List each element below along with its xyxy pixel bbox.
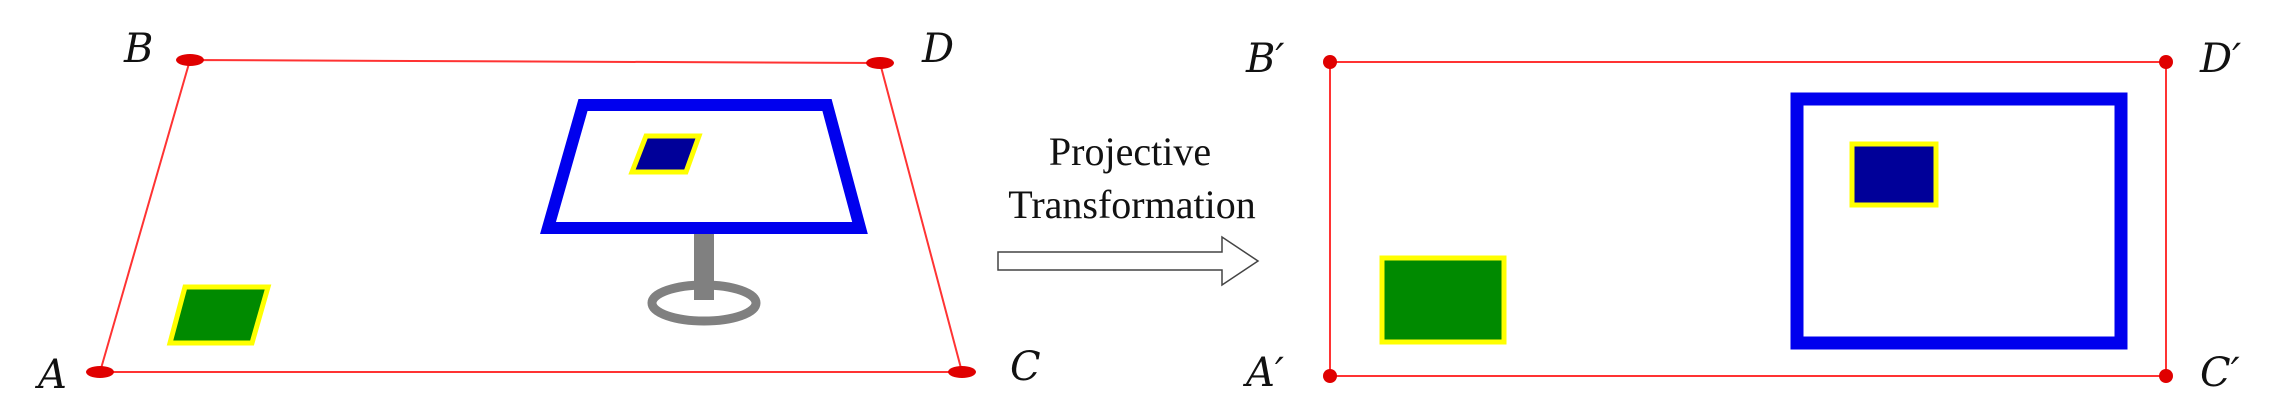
arrow-label-line2: Transformation [1008,182,1255,227]
source-blue-card [628,133,703,175]
point-b-marker [176,54,204,66]
arrow-label-line1: Projective [1049,129,1211,174]
source-plane: A B C D [34,26,1041,398]
target-blue-card [1849,141,1939,208]
right-arrow-icon [997,235,1260,287]
point-b-label: B [123,26,153,72]
point-a-prime-marker [1323,369,1337,383]
source-green-card [166,284,272,346]
point-a-label: A [34,352,67,398]
point-d-label: D [921,26,954,72]
point-c-marker [948,366,976,378]
point-a-marker [86,366,114,378]
target-green-card [1379,255,1507,345]
point-b-prime-label: B′ [1245,36,1284,82]
point-d-marker [866,57,894,69]
point-c-prime-label: C′ [2200,350,2240,396]
point-c-prime-marker [2159,369,2173,383]
target-picture-frame [1790,92,2128,350]
frame-stand [647,230,761,326]
point-b-prime-marker [1323,55,1337,69]
point-a-prime-label: A′ [1242,350,1284,396]
point-d-prime-label: D′ [2199,36,2241,82]
target-plane: A′ B′ C′ D′ [1242,36,2241,396]
point-d-prime-marker [2159,55,2173,69]
target-plane-outline [1329,61,2167,377]
source-picture-frame [540,99,868,234]
transformation-arrow-group: Projective Transformation [997,129,1260,287]
stand-pole [694,230,714,300]
point-c-label: C [1010,344,1041,390]
